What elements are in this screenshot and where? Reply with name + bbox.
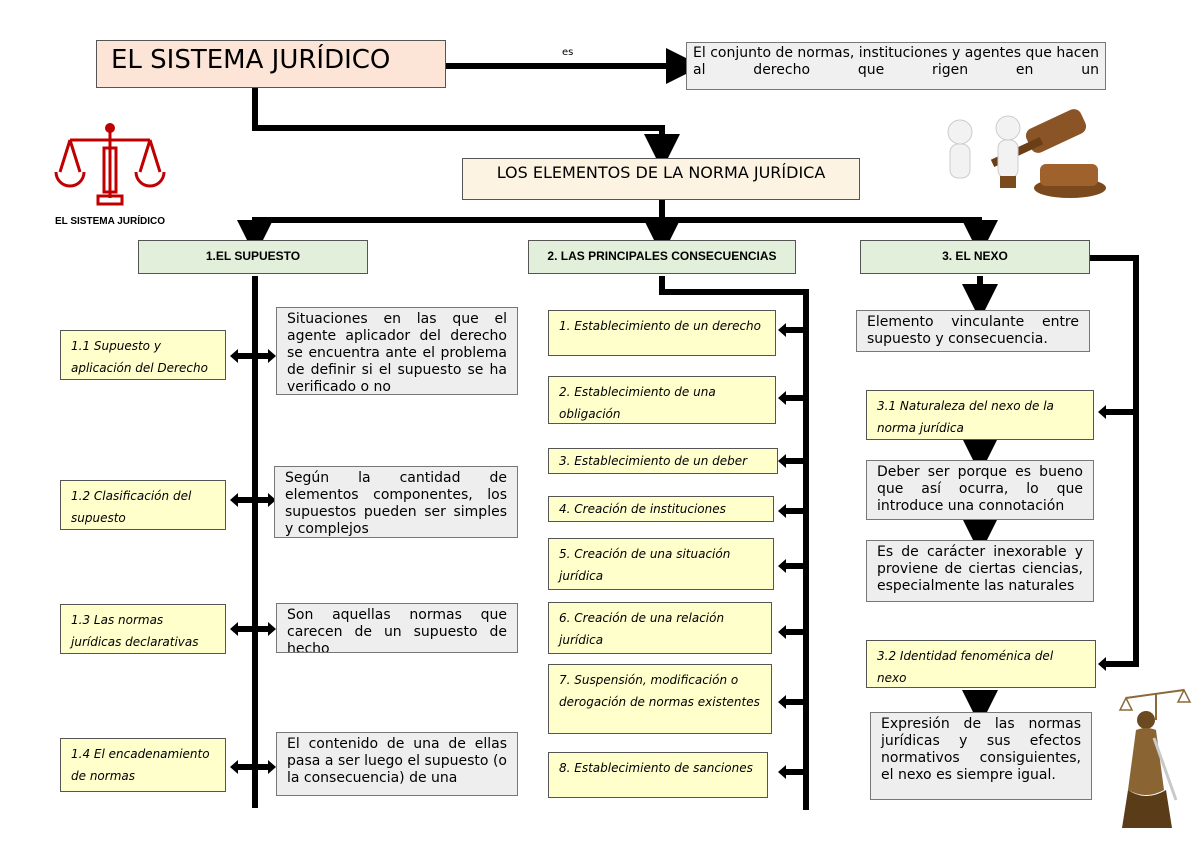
- handshake-icon: [947, 109, 1106, 198]
- consecuencia-item-5: 5. Creación de una situación jurídica: [548, 538, 774, 590]
- scales-logo: EL SISTEMA JURÍDICO: [52, 120, 168, 228]
- supuesto-item-3: 1.3 Las normas jurídicas declarativas: [60, 604, 226, 654]
- scales-icon: [54, 123, 166, 206]
- consecuencia-item-6: 6. Creación de una relación jurídica: [548, 602, 772, 654]
- supuesto-desc-3: Son aquellas normas que carecen de un su…: [276, 603, 518, 653]
- supuesto-item-1: 1.1 Supuesto y aplicación del Derecho: [60, 330, 226, 380]
- elements-title: LOS ELEMENTOS DE LA NORMA JURÍDICA: [462, 158, 860, 200]
- definition-box: El conjunto de normas, instituciones y a…: [686, 42, 1106, 90]
- connector-label: es: [562, 47, 574, 58]
- consecuencia-item-8: 8. Establecimiento de sanciones: [548, 752, 768, 798]
- nexo-sub1-desc-a: Deber ser porque es bueno que así ocurra…: [866, 460, 1094, 520]
- nexo-intro: Elemento vinculante entre supuesto y con…: [856, 310, 1090, 352]
- nexo-sub1: 3.1 Naturaleza del nexo de la norma jurí…: [866, 390, 1094, 440]
- supuesto-item-4: 1.4 El encadenamiento de normas: [60, 738, 226, 792]
- supuesto-desc-2: Según la cantidad de elementos component…: [274, 466, 518, 538]
- supuesto-desc-1: Situaciones en las que el agente aplicad…: [276, 307, 518, 395]
- header-nexo: 3. EL NEXO: [860, 240, 1090, 274]
- lady-justice-illustration: [1106, 680, 1196, 830]
- consecuencia-item-7: 7. Suspensión, modificación o derogación…: [548, 664, 772, 734]
- nexo-sub1-desc-b: Es de carácter inexorable y proviene de …: [866, 540, 1094, 602]
- consecuencia-item-3: 3. Establecimiento de un deber: [548, 448, 778, 474]
- header-supuesto: 1.EL SUPUESTO: [138, 240, 368, 274]
- consecuencia-item-4: 4. Creación de instituciones: [548, 496, 774, 522]
- supuesto-desc-4: El contenido de una de ellas pasa a ser …: [276, 732, 518, 796]
- main-title: EL SISTEMA JURÍDICO: [96, 40, 446, 88]
- header-consecuencias: 2. LAS PRINCIPALES CONSECUENCIAS: [528, 240, 796, 274]
- supuesto-item-2: 1.2 Clasificación del supuesto: [60, 480, 226, 530]
- logo-caption: EL SISTEMA JURÍDICO: [54, 216, 165, 227]
- nexo-sub2-desc: Expresión de las normas jurídicas y sus …: [870, 712, 1092, 800]
- handshake-gavel-illustration: [930, 108, 1118, 208]
- lady-justice-icon: [1118, 688, 1192, 828]
- nexo-sub2: 3.2 Identidad fenoménica del nexo: [866, 640, 1096, 688]
- consecuencia-item-2: 2. Establecimiento de una obligación: [548, 376, 776, 424]
- consecuencia-item-1: 1. Establecimiento de un derecho: [548, 310, 776, 356]
